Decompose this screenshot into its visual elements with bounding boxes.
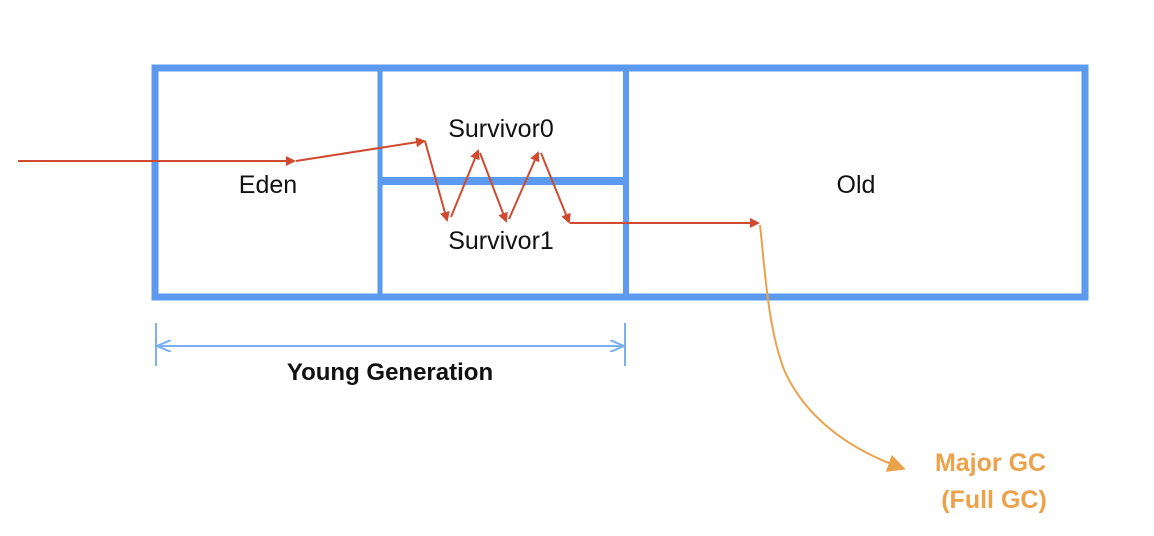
- survivor-swap-arrow: [424, 140, 450, 222]
- major-gc-label: Major GC (Full GC): [935, 449, 1053, 514]
- survivor-swap-arrow: [479, 152, 508, 223]
- survivor-swap-arrow: [508, 151, 540, 220]
- survivor-swap-arrow: [450, 149, 480, 218]
- survivor0-label: Survivor0: [448, 115, 554, 143]
- old-label: Old: [837, 171, 876, 199]
- survivor-swap-arrow: [540, 152, 571, 224]
- major-gc-label-line2: (Full GC): [941, 486, 1047, 514]
- major-gc-label-line1: Major GC: [935, 449, 1046, 477]
- major-gc-arrow: [759, 224, 906, 472]
- survivor1-label: Survivor1: [448, 227, 554, 255]
- young-generation-label: Young Generation: [287, 359, 493, 386]
- heap-outline: [151, 64, 1089, 301]
- eden-label: Eden: [239, 171, 297, 199]
- eden-to-survivor0-arrow: [295, 137, 426, 162]
